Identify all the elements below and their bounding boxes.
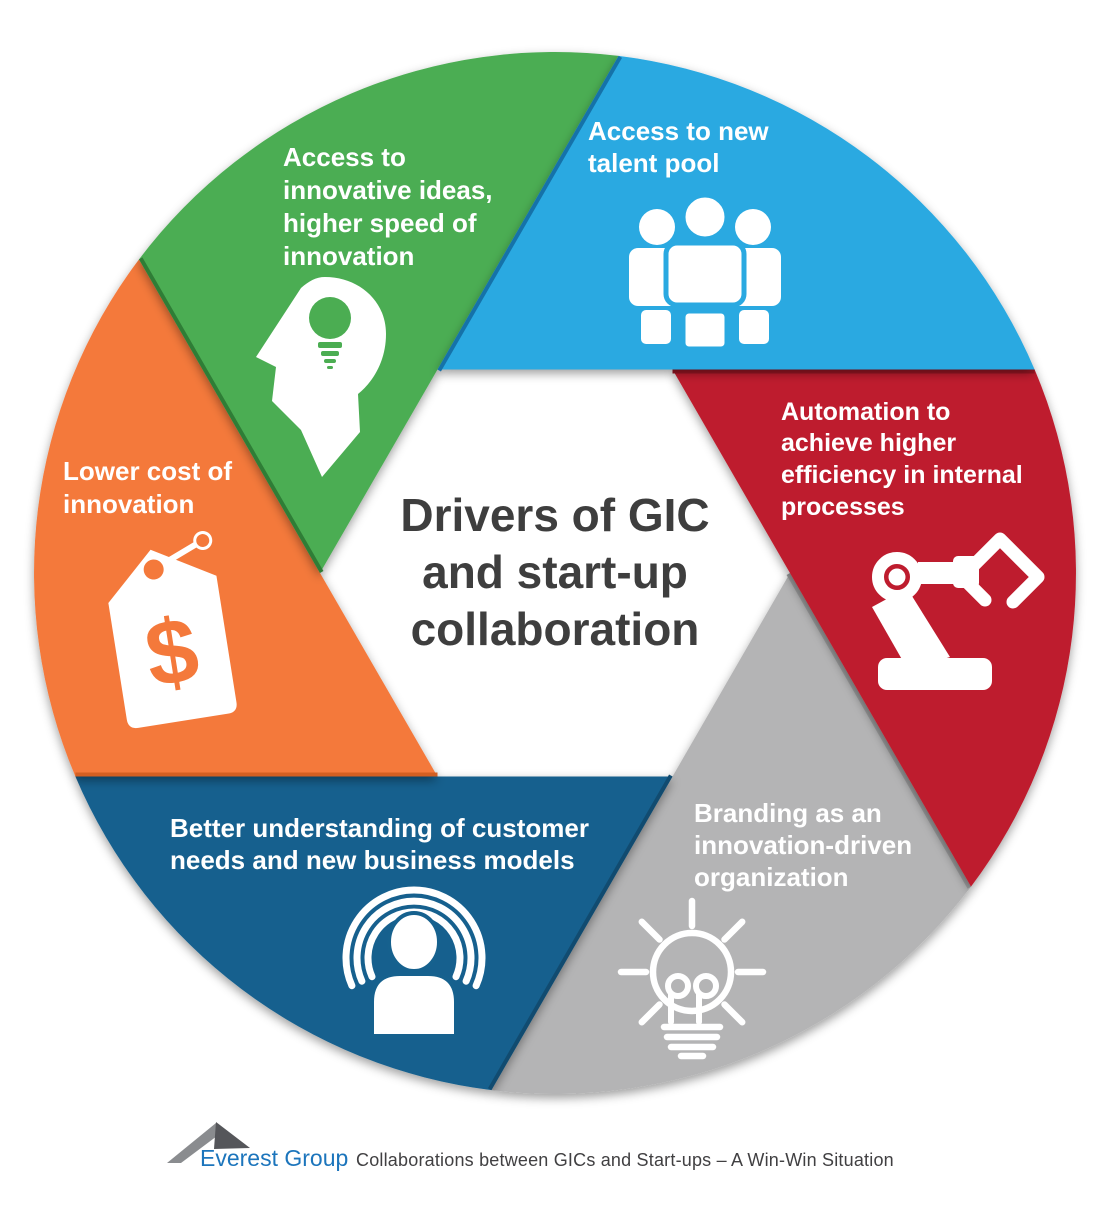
segment-edge-highlight bbox=[437, 55, 623, 372]
segment-shape bbox=[437, 55, 1035, 370]
segment-label-line: innovative ideas, bbox=[283, 175, 493, 205]
segment-shape bbox=[491, 573, 971, 1094]
segment-label-line: Branding as an bbox=[694, 798, 882, 828]
icon-part bbox=[955, 532, 1045, 609]
icon-part bbox=[663, 240, 747, 308]
icon-part bbox=[739, 310, 769, 344]
idea-bulb-outline-icon bbox=[617, 897, 767, 1060]
segment-label-line: efficiency in internal bbox=[781, 461, 1023, 489]
segment-automation bbox=[672, 369, 1076, 887]
segment-edge-highlight bbox=[786, 573, 972, 889]
segment-label-line: Access to new bbox=[588, 116, 769, 146]
icon-part bbox=[639, 209, 675, 245]
icon-part bbox=[693, 973, 719, 999]
segment-edge-highlight bbox=[138, 257, 324, 573]
segment-labels: Access to innovative ideas, higher speed… bbox=[63, 116, 1023, 892]
icon-part bbox=[324, 359, 336, 363]
icon-part bbox=[387, 911, 441, 973]
segment-label-line: innovation bbox=[63, 489, 194, 519]
price-tag-icon: $ bbox=[108, 530, 237, 729]
segment-label-line: achieve higher bbox=[781, 429, 956, 457]
icon-part bbox=[878, 658, 992, 690]
icon-part bbox=[721, 1001, 746, 1026]
segment-label-line: Automation to bbox=[781, 398, 950, 426]
brand-name: Everest Group bbox=[200, 1145, 348, 1171]
icon-part bbox=[680, 192, 730, 242]
icon-part bbox=[888, 568, 906, 586]
segment-talent-pool bbox=[437, 55, 1035, 372]
robot-arm-icon bbox=[872, 532, 1045, 690]
icon-part bbox=[735, 209, 771, 245]
segment-label-line: innovation-driven bbox=[694, 830, 912, 860]
icon-part bbox=[370, 972, 458, 1038]
icon-part bbox=[680, 308, 730, 352]
center-title-line: Drivers of GIC bbox=[400, 489, 709, 541]
icon-part bbox=[143, 559, 164, 580]
icon-part bbox=[256, 277, 386, 477]
icon-part bbox=[918, 562, 963, 584]
segment-label-line: talent pool bbox=[588, 148, 719, 178]
segment-branding bbox=[491, 573, 972, 1094]
everest-group-logo: Everest Group bbox=[167, 1122, 348, 1171]
segment-label-line: needs and new business models bbox=[170, 845, 575, 875]
icon-part bbox=[193, 530, 213, 550]
icon-part bbox=[327, 366, 333, 369]
icon-part bbox=[638, 1001, 663, 1026]
mountain-icon bbox=[167, 1123, 225, 1163]
icon-part bbox=[641, 310, 671, 344]
segment-label-line: processes bbox=[781, 493, 905, 521]
segment-edge-highlight bbox=[487, 774, 673, 1091]
icon-part bbox=[108, 549, 237, 729]
segment-label-line: Lower cost of bbox=[63, 456, 232, 486]
icon-part bbox=[309, 297, 351, 339]
segment-label-line: organization bbox=[694, 862, 849, 892]
icon-part bbox=[321, 351, 339, 356]
segment-label-line: higher speed of bbox=[283, 208, 477, 238]
center-title-line: collaboration bbox=[411, 603, 700, 655]
center-title: Drivers of GIC and start-up collaboratio… bbox=[400, 489, 709, 655]
icon-part bbox=[638, 918, 663, 943]
mountain-icon bbox=[214, 1122, 250, 1149]
customer-signal-icon bbox=[342, 886, 486, 1038]
icon-part bbox=[318, 342, 342, 348]
icon-part bbox=[342, 886, 486, 990]
segment-label-line: innovation bbox=[283, 241, 414, 271]
segment-label-line: Better understanding of customer bbox=[170, 813, 589, 843]
segment-shape bbox=[672, 369, 1076, 887]
idea-head-icon bbox=[256, 277, 386, 477]
people-group-icon bbox=[629, 192, 781, 352]
segment-label-line: Access to bbox=[283, 142, 406, 172]
icon-part bbox=[649, 929, 735, 1015]
icon-part bbox=[872, 588, 950, 670]
icon-part bbox=[665, 973, 691, 999]
icon-part bbox=[353, 897, 475, 985]
center-title-line: and start-up bbox=[422, 546, 688, 598]
icon-part bbox=[721, 918, 746, 943]
footer: Everest Group Collaborations between GIC… bbox=[167, 1122, 894, 1171]
footer-caption: Collaborations between GICs and Start-up… bbox=[356, 1150, 894, 1170]
